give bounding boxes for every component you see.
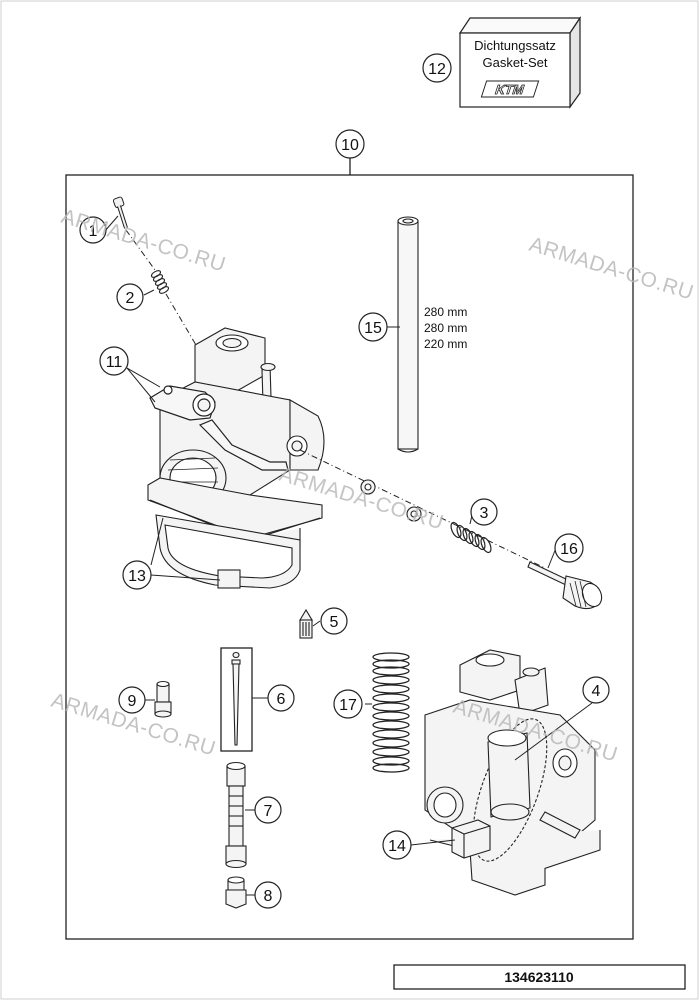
gasket-box-line2: Gasket-Set — [482, 55, 547, 70]
callout-8-label: 8 — [264, 888, 273, 905]
carburetor-body-lower — [424, 649, 601, 896]
hose-length-2: 280 mm — [424, 321, 467, 335]
callout-1-label: 1 — [89, 223, 98, 240]
callout-15-label: 15 — [364, 320, 382, 337]
callout-13-label: 13 — [128, 568, 146, 585]
callout-6: 6 — [267, 684, 295, 712]
main-jet-part — [225, 876, 247, 909]
throttle-lever-part — [149, 385, 289, 471]
callout-16-label: 16 — [560, 541, 578, 558]
needle-screw-part — [112, 196, 156, 271]
throttle-slide-part — [472, 718, 548, 862]
idle-spring-part — [450, 521, 492, 554]
part-number-box: 134623110 — [393, 964, 686, 990]
callout-5: 5 — [320, 607, 348, 635]
jet-needle-part — [220, 647, 253, 752]
gasket-set-box: Dichtungssatz Gasket-Set KTM — [458, 16, 582, 109]
callout-17-label: 17 — [339, 697, 357, 714]
float-bowl-part — [155, 514, 301, 589]
small-spring-part — [150, 270, 197, 346]
callout-8: 8 — [254, 881, 282, 909]
callout-7: 7 — [254, 796, 282, 824]
callout-17: 17 — [333, 689, 363, 719]
callout-5-label: 5 — [330, 614, 339, 631]
callout-4-label: 4 — [592, 683, 601, 700]
callout-6-label: 6 — [277, 691, 286, 708]
callout-7-label: 7 — [264, 803, 273, 820]
idle-adjust-screw-part — [527, 561, 603, 610]
washer-part-1 — [360, 479, 376, 495]
callout-3-label: 3 — [480, 505, 489, 522]
callout-10: 10 — [335, 129, 365, 159]
ktm-logo-text: KTM — [493, 82, 526, 97]
assembly-axis-line — [299, 449, 546, 569]
needle-jet-part — [225, 761, 247, 869]
callout-2-label: 2 — [126, 290, 135, 307]
gasket-box-line1: Dichtungssatz — [474, 38, 556, 53]
callout-16: 16 — [554, 533, 584, 563]
callout-13: 13 — [122, 560, 152, 590]
watermark-2: ARMADA-CO.RU — [527, 233, 697, 305]
ktm-logo-icon: KTM — [480, 80, 540, 98]
callout-11-label: 11 — [106, 354, 123, 371]
callout-12-label: 12 — [428, 61, 446, 78]
overflow-hose-part — [397, 216, 419, 453]
callout-9-label: 9 — [128, 693, 137, 710]
float-needle-part — [299, 608, 313, 639]
watermark-1: ARMADA-CO.RU — [59, 205, 229, 277]
hose-length-3: 220 mm — [424, 337, 467, 351]
callout-11: 11 — [99, 346, 129, 376]
callout-3: 3 — [470, 498, 498, 526]
part-number-label: 134623110 — [504, 969, 574, 985]
hose-length-1: 280 mm — [424, 305, 467, 319]
callout-1: 1 — [79, 216, 107, 244]
washer-part-2 — [406, 506, 422, 522]
callout-9: 9 — [118, 686, 146, 714]
callout-14-label: 14 — [388, 838, 406, 855]
slide-spring-part — [372, 652, 410, 773]
hose-length-specs: 280 mm 280 mm 220 mm — [424, 305, 467, 351]
seal-block-part — [451, 819, 491, 859]
callout-14: 14 — [382, 830, 412, 860]
pilot-jet-part — [154, 680, 172, 718]
callout-2: 2 — [116, 283, 144, 311]
callout-15: 15 — [358, 312, 388, 342]
callout-10-label: 10 — [341, 137, 359, 154]
callout-12: 12 — [422, 53, 452, 83]
callout-4: 4 — [582, 676, 610, 704]
